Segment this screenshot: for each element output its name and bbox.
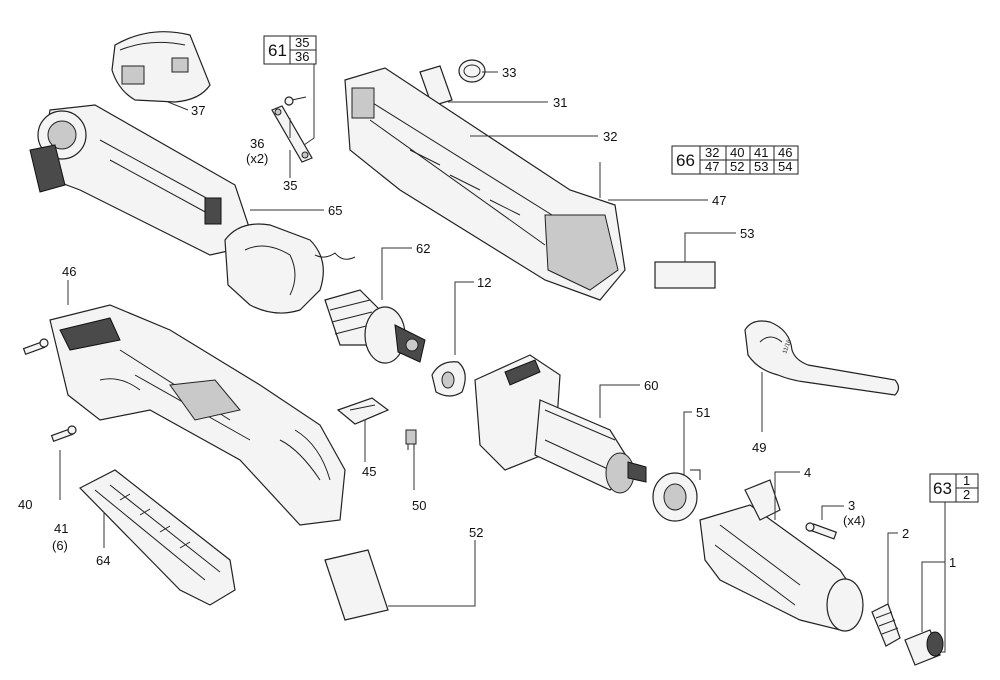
label-41: 41 xyxy=(54,521,68,536)
part-33-washer xyxy=(458,59,486,83)
part-53-label xyxy=(654,261,716,289)
label-36-qty: (x2) xyxy=(246,151,268,166)
label-60: 60 xyxy=(644,378,658,393)
label-65: 65 xyxy=(328,203,342,218)
label-64: 64 xyxy=(96,553,110,568)
label-31: 31 xyxy=(553,95,567,110)
kit-66-box: 66 32 40 41 46 47 52 53 54 xyxy=(671,145,799,175)
label-40-overlay: 40 xyxy=(18,497,32,512)
label-50: 50 xyxy=(412,498,426,513)
label-3-qty: (x4) xyxy=(843,513,865,528)
kit-66-item: 46 xyxy=(778,145,792,160)
part-47-housing-half xyxy=(344,67,626,301)
part-1-nut xyxy=(904,629,944,666)
part-64-paddle xyxy=(79,469,236,606)
kit-63-box: 63 1 2 xyxy=(929,473,979,503)
label-3: 3 xyxy=(848,498,855,513)
label-46: 46 xyxy=(62,264,76,279)
label-32: 32 xyxy=(603,129,617,144)
label-37: 37 xyxy=(191,103,205,118)
kit-66-item: 54 xyxy=(778,159,792,174)
part-12-insert xyxy=(431,361,466,397)
label-2: 2 xyxy=(902,526,909,541)
kit-66-item: 32 xyxy=(705,145,719,160)
leader-lines xyxy=(59,62,946,653)
part-31-plate xyxy=(419,65,453,107)
part-36-screw xyxy=(284,96,307,106)
kit-66-grid xyxy=(699,145,799,175)
label-45: 45 xyxy=(362,464,376,479)
part-4-side-handle xyxy=(699,479,864,632)
label-41-qty: (6) xyxy=(52,538,68,553)
part-41-screw xyxy=(50,425,77,443)
part-46-body-housing xyxy=(49,304,346,526)
label-52: 52 xyxy=(469,525,483,540)
label-33: 33 xyxy=(502,65,516,80)
part-62-armature xyxy=(324,289,426,364)
wrench-size-marking: 11/16 xyxy=(782,338,793,354)
kit-63-item: 1 xyxy=(963,473,970,488)
label-1: 1 xyxy=(949,555,956,570)
kit-63-number: 63 xyxy=(933,479,952,498)
label-36: 36 xyxy=(250,136,264,151)
part-37-cover xyxy=(111,31,211,103)
part-50-contact xyxy=(405,429,417,450)
label-35: 35 xyxy=(283,178,297,193)
kit-66-item: 52 xyxy=(730,159,744,174)
part-65-motor-housing xyxy=(29,104,356,314)
kit-66-item: 40 xyxy=(730,145,744,160)
part-35-bracket xyxy=(271,105,313,163)
kit-66-item: 47 xyxy=(705,159,719,174)
part-labels: 37 36 (x2) 35 65 33 31 32 47 53 62 12 46… xyxy=(62,65,754,290)
label-49: 49 xyxy=(752,440,766,455)
label-47: 47 xyxy=(712,193,726,208)
label-12: 12 xyxy=(477,275,491,290)
label-4: 4 xyxy=(804,465,811,480)
part-52-label xyxy=(324,549,389,621)
part-3-screw xyxy=(805,522,838,540)
part-49-wrench: 11/16 xyxy=(744,320,900,396)
part-51-ring xyxy=(652,469,701,522)
label-62: 62 xyxy=(416,241,430,256)
kit-66-item: 53 xyxy=(754,159,768,174)
kit-63-item: 2 xyxy=(963,487,970,502)
kit-61-item: 35 xyxy=(295,35,309,50)
part-60-gear-housing xyxy=(474,354,647,494)
part-2-collet xyxy=(871,603,901,647)
kit-66-number: 66 xyxy=(676,151,695,170)
label-51: 51 xyxy=(696,405,710,420)
part-45-switch xyxy=(336,397,390,425)
part-40-screw xyxy=(22,338,49,356)
label-53: 53 xyxy=(740,226,754,241)
kit-61-number: 61 xyxy=(268,41,287,60)
kit-61-box: 61 35 36 xyxy=(263,35,317,65)
kit-61-item: 36 xyxy=(295,49,309,64)
kit-66-item: 41 xyxy=(754,145,768,160)
